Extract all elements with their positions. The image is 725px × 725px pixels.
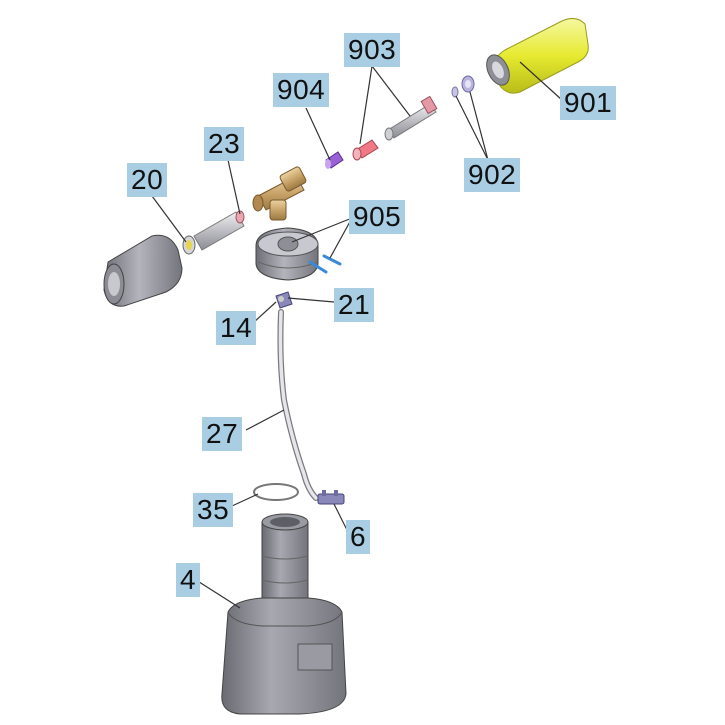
metal-connector-part (193, 210, 245, 251)
union-nut-part (103, 234, 183, 307)
callout-904: 904 (273, 73, 330, 107)
blue-pins-part (308, 254, 342, 274)
callout-6: 6 (346, 520, 371, 554)
callout-23: 23 (204, 127, 245, 161)
callout-35: 35 (193, 493, 234, 527)
hose-clamp-part (275, 291, 293, 309)
violet-insert-part (325, 151, 344, 169)
detergent-tank-part (221, 513, 347, 715)
leader-lines (151, 61, 563, 609)
filter-part (317, 490, 345, 505)
bottle-cap-part (255, 227, 319, 281)
suction-hose-part (277, 309, 319, 501)
callout-21: 21 (334, 288, 375, 322)
callout-27: 27 (202, 417, 243, 451)
callout-902: 902 (464, 158, 521, 192)
callout-14: 14 (216, 311, 257, 345)
callout-903: 903 (344, 33, 401, 67)
callout-20: 20 (127, 163, 168, 197)
valve-stem-part (384, 95, 438, 141)
pink-nozzle-part (352, 139, 379, 161)
callout-901: 901 (560, 86, 617, 120)
brass-fitting-part (252, 166, 307, 221)
o-ring-part (253, 483, 299, 501)
callout-905: 905 (349, 200, 406, 234)
callout-4: 4 (176, 563, 201, 597)
seal-ring-part (182, 235, 196, 255)
washer-parts (451, 75, 475, 98)
yellow-handle-part (486, 18, 589, 94)
